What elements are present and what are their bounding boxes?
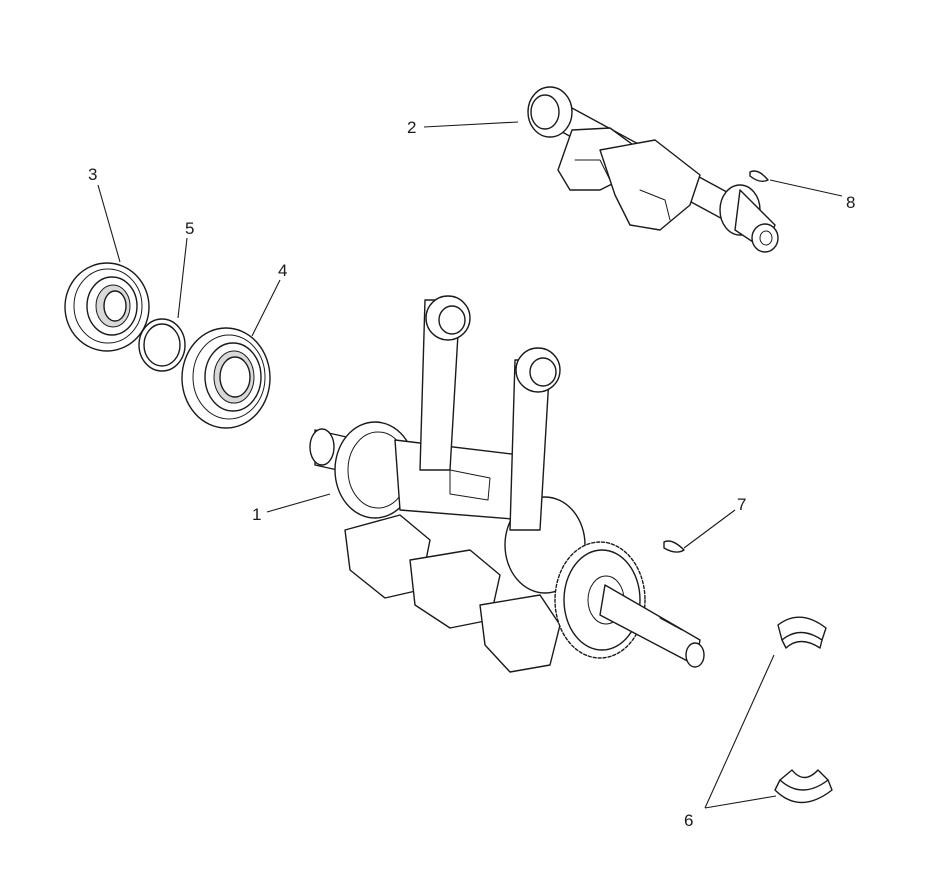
part-4-bearing (181, 327, 271, 429)
callout-8: 8 (846, 193, 855, 212)
callout-1: 1 (252, 505, 261, 524)
leader-lines (97, 121, 843, 809)
part-2-balancer-shaft (527, 86, 779, 253)
part-6-bearing-shells (774, 616, 833, 804)
callout-7: 7 (737, 495, 746, 514)
callout-3: 3 (88, 165, 97, 184)
callout-labels: 1 2 3 4 5 6 7 8 (88, 118, 855, 830)
callout-6: 6 (684, 811, 693, 830)
part-8-key (749, 170, 769, 183)
part-3-oil-seal (64, 262, 150, 352)
callout-5: 5 (185, 219, 194, 238)
callout-4: 4 (278, 261, 287, 280)
part-1-crankshaft (309, 295, 705, 673)
callout-2: 2 (407, 118, 416, 137)
part-7-key (663, 540, 685, 553)
part-5-snap-ring (138, 318, 186, 372)
